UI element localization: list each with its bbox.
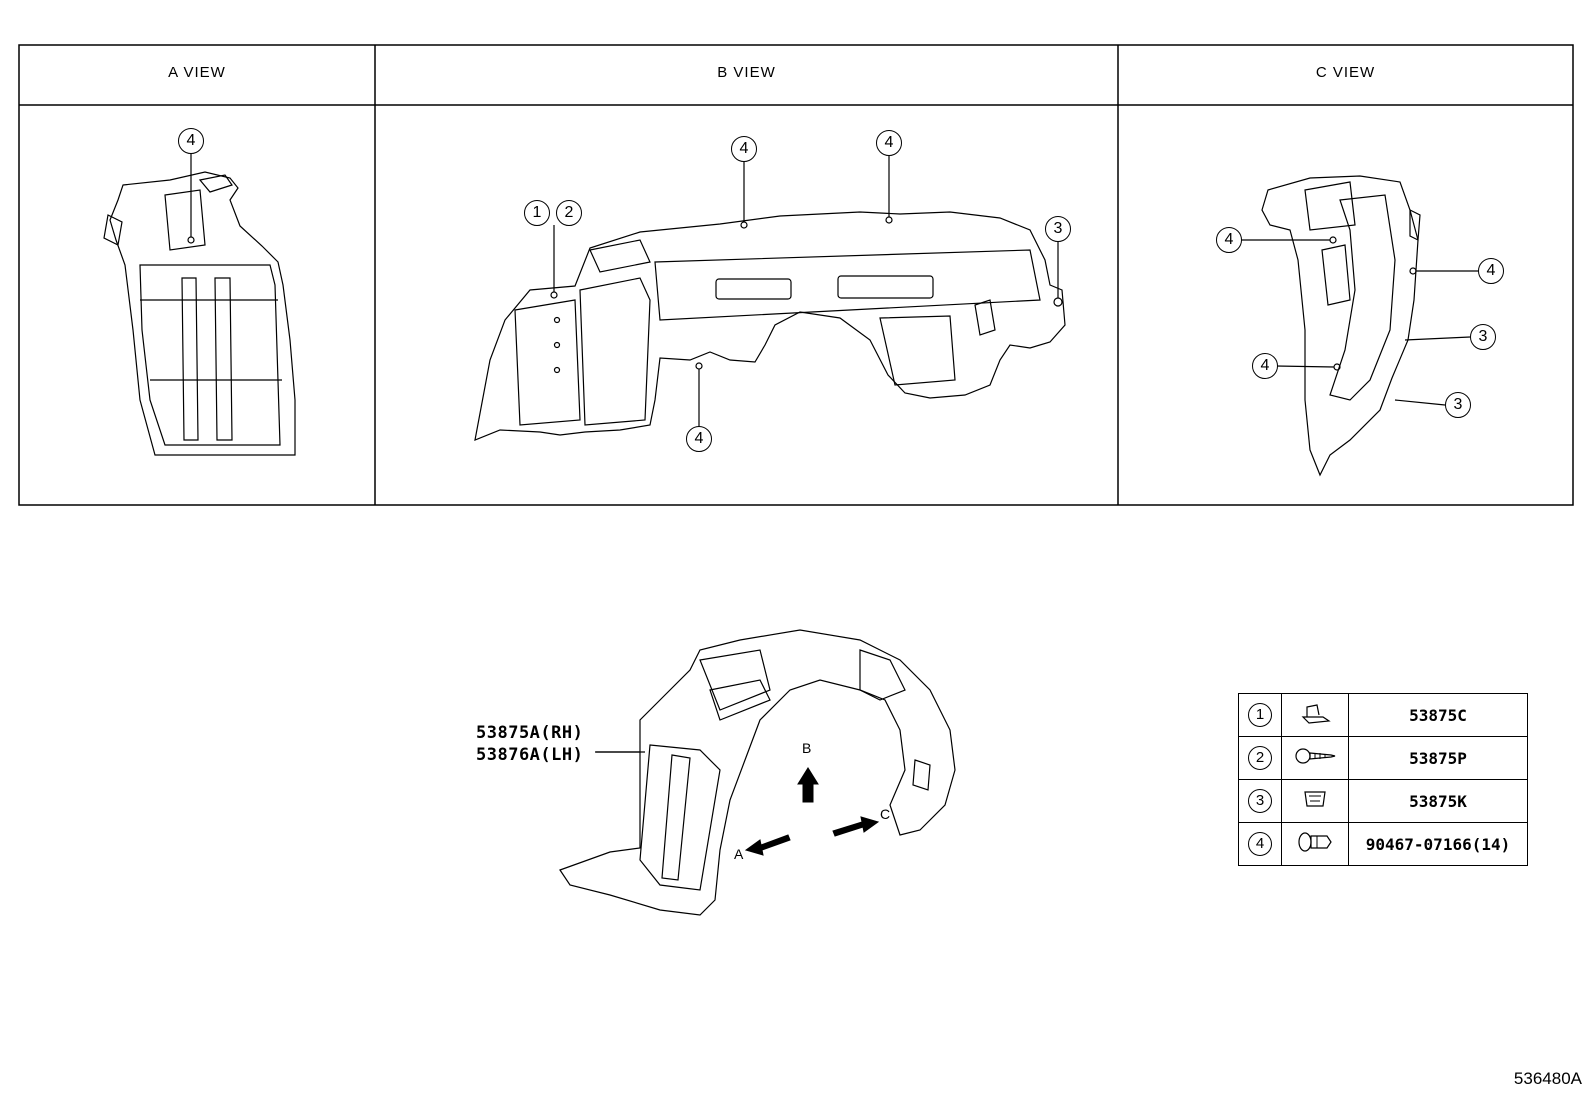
direction-label-b: B bbox=[802, 740, 812, 756]
b-view-drawing bbox=[474, 156, 1066, 441]
legend-row: 1 53875C bbox=[1238, 693, 1528, 737]
direction-label-c: C bbox=[880, 806, 891, 822]
part-label-lh: 53876A(LH) bbox=[476, 745, 584, 765]
arrow-b-icon bbox=[797, 767, 819, 803]
a-view-title: A VIEW bbox=[168, 64, 226, 81]
callout-4: 4 bbox=[686, 426, 712, 452]
clip-nut-icon bbox=[1301, 704, 1331, 724]
legend-part-number: 90467-07166(14) bbox=[1348, 822, 1528, 866]
arrow-c-icon bbox=[832, 816, 880, 837]
c-view-title: C VIEW bbox=[1315, 64, 1376, 81]
callout-1: 1 bbox=[524, 200, 550, 226]
callout-3: 3 bbox=[1470, 324, 1496, 350]
fastener-legend: 1 53875C 2 53875P 3 53875K 4 bbox=[1238, 693, 1528, 866]
legend-part-number: 53875P bbox=[1348, 736, 1528, 780]
callout-4: 4 bbox=[178, 128, 204, 154]
legend-number: 3 bbox=[1248, 789, 1272, 813]
callout-4: 4 bbox=[876, 130, 902, 156]
document-id: 536480A bbox=[1513, 1069, 1582, 1088]
a-view-drawing bbox=[103, 152, 296, 456]
push-clip-icon bbox=[1298, 832, 1332, 852]
part-label-rh: 53875A(RH) bbox=[476, 723, 584, 743]
fender-liner-drawing bbox=[559, 629, 956, 916]
callout-3: 3 bbox=[1045, 216, 1071, 242]
arrow-a-icon bbox=[744, 834, 791, 856]
direction-arrows bbox=[744, 767, 880, 856]
direction-label-a: A bbox=[734, 846, 744, 862]
legend-row: 2 53875P bbox=[1238, 736, 1528, 780]
b-view-title: B VIEW bbox=[717, 64, 776, 81]
callout-2: 2 bbox=[556, 200, 582, 226]
legend-part-number: 53875C bbox=[1348, 693, 1528, 737]
callout-4: 4 bbox=[1478, 258, 1504, 284]
legend-number: 4 bbox=[1248, 832, 1272, 856]
legend-row: 3 53875K bbox=[1238, 779, 1528, 823]
callout-4: 4 bbox=[1216, 227, 1242, 253]
callout-4: 4 bbox=[1252, 353, 1278, 379]
legend-number: 1 bbox=[1248, 703, 1272, 727]
legend-part-number: 53875K bbox=[1348, 779, 1528, 823]
callout-4: 4 bbox=[731, 136, 757, 162]
grommet-icon bbox=[1304, 791, 1326, 807]
screw-icon bbox=[1295, 748, 1336, 764]
views-frame bbox=[18, 44, 1574, 506]
legend-row: 4 90467-07166(14) bbox=[1238, 822, 1528, 866]
callout-3: 3 bbox=[1445, 392, 1471, 418]
c-view-drawing bbox=[1240, 175, 1478, 477]
legend-number: 2 bbox=[1248, 746, 1272, 770]
